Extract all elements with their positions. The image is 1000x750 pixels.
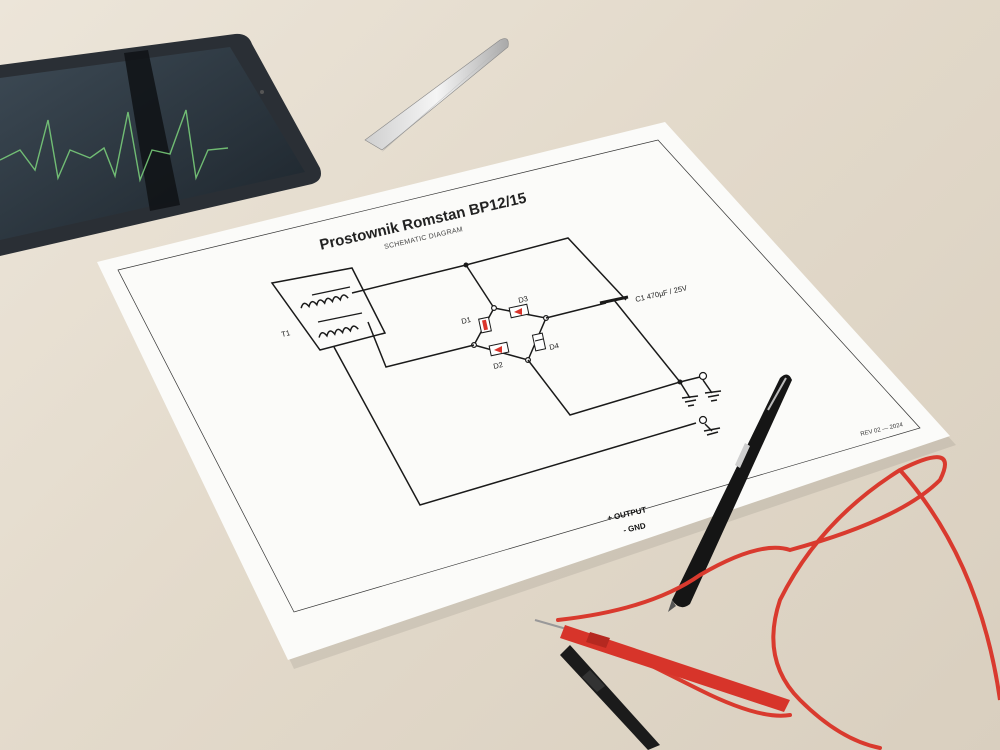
transformer-primary-icon [300, 294, 349, 309]
tweezers [364, 38, 509, 152]
label-d4: D4 [548, 341, 559, 352]
diode-d3-icon [508, 303, 530, 319]
pen [668, 374, 792, 612]
diode-d2-icon [488, 341, 510, 357]
transformer-secondary-icon [318, 325, 359, 338]
label-d3: D3 [517, 294, 528, 305]
camera-icon [260, 90, 264, 94]
diode-d4-icon [531, 332, 547, 352]
label-t1: T1 [280, 328, 291, 339]
ground-icon [679, 381, 699, 407]
sheet-border [117, 139, 921, 613]
label-d2: D2 [492, 360, 503, 371]
tablet [0, 33, 321, 256]
schematic-sheet [97, 122, 956, 669]
diode-d1-icon [478, 316, 492, 334]
probe-black-icon [560, 645, 660, 750]
ground-icon [703, 423, 721, 436]
waveform-trace [0, 109, 229, 183]
probe-red-icon [534, 619, 790, 712]
transformer-box [270, 267, 387, 351]
ground-icon [702, 379, 722, 402]
paper [97, 122, 950, 660]
circuit [270, 237, 722, 506]
label-d1: D1 [460, 315, 471, 326]
test-leads [534, 455, 1000, 750]
